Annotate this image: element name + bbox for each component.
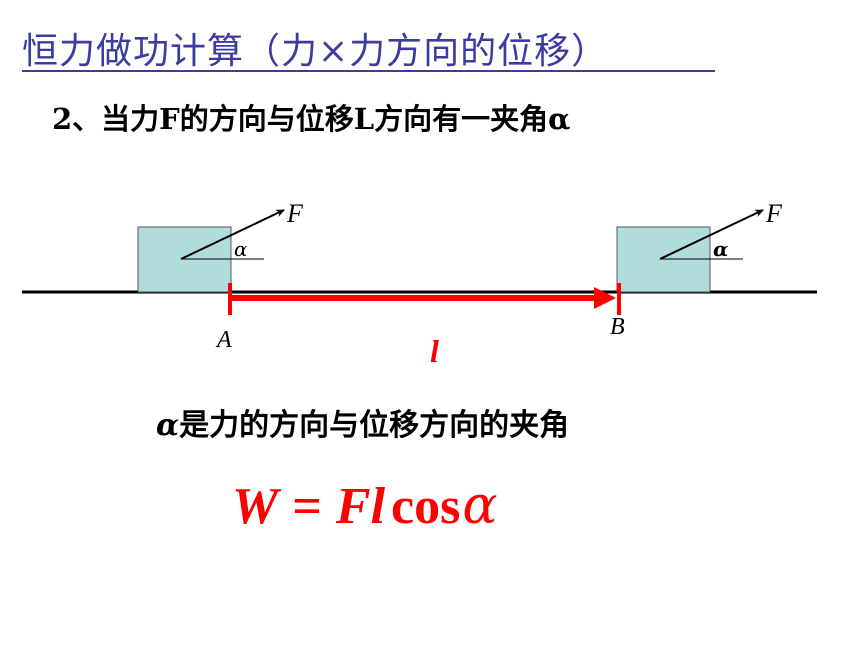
force-arrow-right bbox=[659, 209, 764, 260]
formula-rhs-vars: Fl bbox=[335, 478, 386, 535]
caption-text: 是力的方向与位移方向的夹角 bbox=[179, 408, 570, 443]
point-b-label: B bbox=[610, 314, 625, 340]
formula-func: cos bbox=[391, 478, 461, 535]
point-a-label: A bbox=[215, 327, 232, 353]
force-label-left: F bbox=[286, 199, 304, 228]
force-label-right: F bbox=[765, 199, 783, 228]
formula-angle: α bbox=[462, 476, 498, 536]
formula-lhs: W bbox=[232, 478, 279, 535]
formula-equals: = bbox=[292, 478, 322, 535]
slide-title: 恒力做功计算（力×力方向的位移） bbox=[22, 31, 609, 72]
angle-label-right: α bbox=[713, 237, 728, 261]
displacement-label: l bbox=[430, 333, 439, 369]
force-arrow-left bbox=[180, 209, 285, 260]
title-underline bbox=[22, 70, 715, 72]
angle-caption: α是力的方向与位移方向的夹角 bbox=[156, 400, 569, 444]
caption-symbol: α bbox=[156, 408, 180, 443]
subtitle: 2、当力F的方向与位移L方向有一夹角α bbox=[52, 102, 571, 136]
angle-label-left: α bbox=[234, 237, 248, 261]
displacement-arrow-head bbox=[594, 287, 616, 309]
